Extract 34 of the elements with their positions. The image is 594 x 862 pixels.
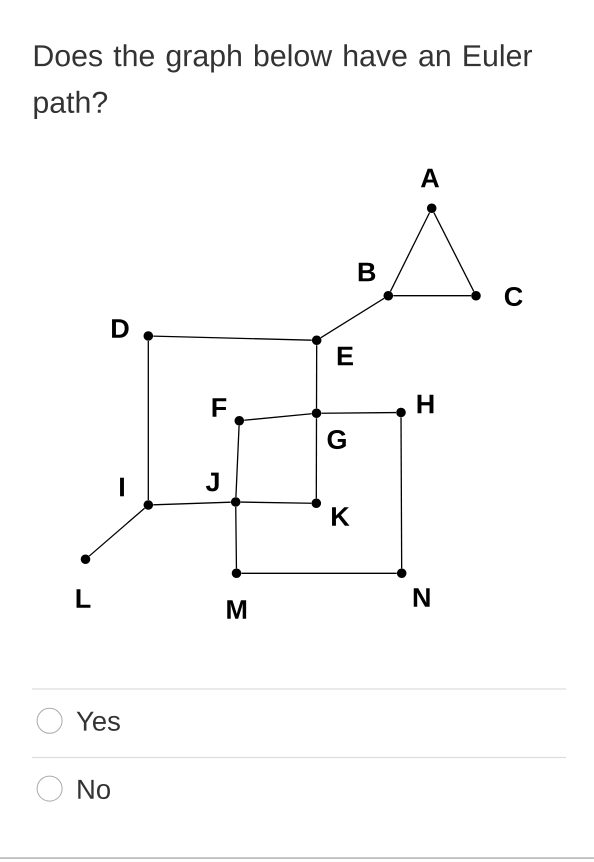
question-text: Does the graph below have an Euler path? (34, 44, 532, 120)
vertex-label: A (420, 168, 440, 188)
vertex-label: E (338, 346, 353, 366)
vertex-label: L (76, 589, 90, 608)
edge-line (235, 506, 238, 568)
option-label: Yes (76, 712, 120, 731)
edge-line (235, 426, 240, 498)
vertex-label: B (358, 262, 376, 282)
edge-line (320, 298, 384, 338)
edge-line (393, 295, 472, 296)
option-label: No (78, 780, 110, 800)
edge-line (148, 340, 149, 500)
vertex-label: M (227, 600, 246, 619)
edge-line (240, 501, 312, 504)
edge-line (153, 502, 231, 506)
vertex-label: G (328, 430, 346, 450)
edge-line (321, 412, 396, 414)
edge-line (316, 418, 318, 498)
vertex-label: N (414, 588, 430, 607)
vertex-label: I (120, 478, 124, 496)
edge-line (400, 417, 402, 568)
edge-line (153, 335, 312, 341)
vertex-label: C (504, 286, 522, 306)
vertex-label: F (212, 398, 226, 417)
edge-line (241, 572, 397, 574)
edge-line (390, 212, 430, 292)
vertex-label: K (332, 507, 350, 526)
vertex-label: J (206, 472, 219, 492)
vertex-label: D (112, 319, 129, 338)
vertex-label: H (418, 394, 434, 414)
edge-line (88, 508, 145, 557)
edge-line (244, 413, 312, 421)
edge-line (433, 212, 474, 292)
edge-line (316, 345, 318, 408)
